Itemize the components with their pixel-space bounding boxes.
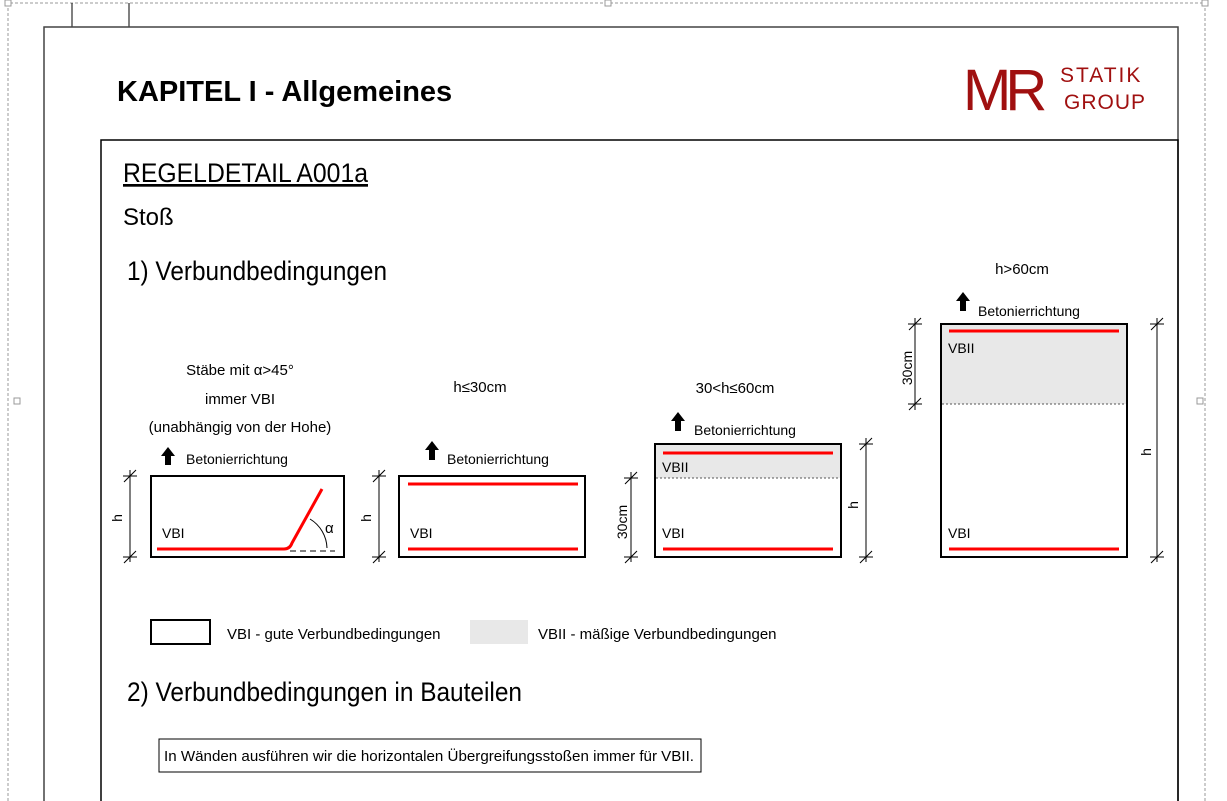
- resize-handle[interactable]: [4, 0, 12, 7]
- svg-text:h≤30cm: h≤30cm: [453, 379, 506, 396]
- part1-heading: 1) Verbundbedingungen: [127, 256, 387, 286]
- svg-text:STATIK: STATIK: [1060, 64, 1142, 87]
- svg-text:h: h: [358, 514, 374, 522]
- svg-text:Betonierrichtung: Betonierrichtung: [447, 451, 549, 467]
- svg-text:Betonierrichtung: Betonierrichtung: [694, 422, 796, 438]
- part2-heading: 2) Verbundbedingungen in Bauteilen: [127, 677, 522, 707]
- svg-text:MR: MR: [963, 58, 1045, 123]
- svg-text:h: h: [845, 501, 861, 509]
- company-logo: MR STATIK GROUP: [963, 58, 1146, 123]
- note-text: In Wänden ausführen wir die horizontalen…: [164, 747, 694, 765]
- legend-label-vbii: VBII - mäßige Verbundbedingungen: [538, 626, 777, 643]
- svg-text:h: h: [1138, 448, 1154, 456]
- svg-text:(unabhängig von der Hohe): (unabhängig von der Hohe): [149, 419, 332, 436]
- diagram-h-30-60: 30<h≤60cm Betonierrichtung VBII VBI 30cm…: [614, 380, 874, 564]
- svg-text:Stäbe mit α>45°: Stäbe mit α>45°: [186, 362, 294, 379]
- svg-text:h: h: [109, 514, 125, 522]
- svg-text:30cm: 30cm: [899, 351, 915, 385]
- arrow-up-icon: [425, 441, 439, 460]
- svg-text:30<h≤60cm: 30<h≤60cm: [696, 380, 775, 397]
- chapter-title: KAPITEL I - Allgemeines: [117, 76, 452, 108]
- resize-handle[interactable]: [1201, 0, 1209, 7]
- arrow-up-icon: [161, 447, 175, 465]
- content-frame: [100, 139, 1179, 801]
- legend: VBI - gute Verbundbedingungen VBII - mäß…: [150, 619, 777, 645]
- resize-handle[interactable]: [604, 0, 612, 7]
- svg-text:VBI: VBI: [948, 525, 971, 541]
- legend-swatch-vbi: [150, 619, 211, 645]
- legend-swatch-vbii: [470, 620, 528, 644]
- arrow-up-icon: [956, 292, 970, 311]
- svg-text:Betonierrichtung: Betonierrichtung: [186, 451, 288, 467]
- svg-text:VBII: VBII: [662, 459, 688, 475]
- legend-label-vbi: VBI - gute Verbundbedingungen: [227, 626, 441, 643]
- svg-text:α: α: [325, 520, 334, 537]
- note-box: [158, 738, 702, 773]
- svg-text:30cm: 30cm: [614, 505, 630, 539]
- svg-text:immer VBI: immer VBI: [205, 391, 275, 408]
- section-subtitle: Stoß: [123, 204, 174, 231]
- section-title: REGELDETAIL A001a: [123, 158, 369, 188]
- svg-text:VBI: VBI: [662, 525, 685, 541]
- diagram-alpha-bars: Stäbe mit α>45° immer VBI (unabhängig vo…: [109, 362, 345, 564]
- diagram-h-gt-60: h>60cm Betonierrichtung VBII VBI 30cm h: [899, 261, 1165, 564]
- svg-text:GROUP: GROUP: [1064, 91, 1146, 114]
- svg-text:VBI: VBI: [410, 525, 433, 541]
- arrow-up-icon: [671, 412, 685, 431]
- svg-text:h>60cm: h>60cm: [995, 261, 1049, 278]
- diagram-h-le-30: h≤30cm Betonierrichtung VBI h: [358, 379, 586, 564]
- svg-text:VBI: VBI: [162, 525, 185, 541]
- resize-handle[interactable]: [1196, 397, 1204, 405]
- svg-text:Betonierrichtung: Betonierrichtung: [978, 303, 1080, 319]
- svg-text:VBII: VBII: [948, 340, 974, 356]
- resize-handle[interactable]: [13, 397, 21, 405]
